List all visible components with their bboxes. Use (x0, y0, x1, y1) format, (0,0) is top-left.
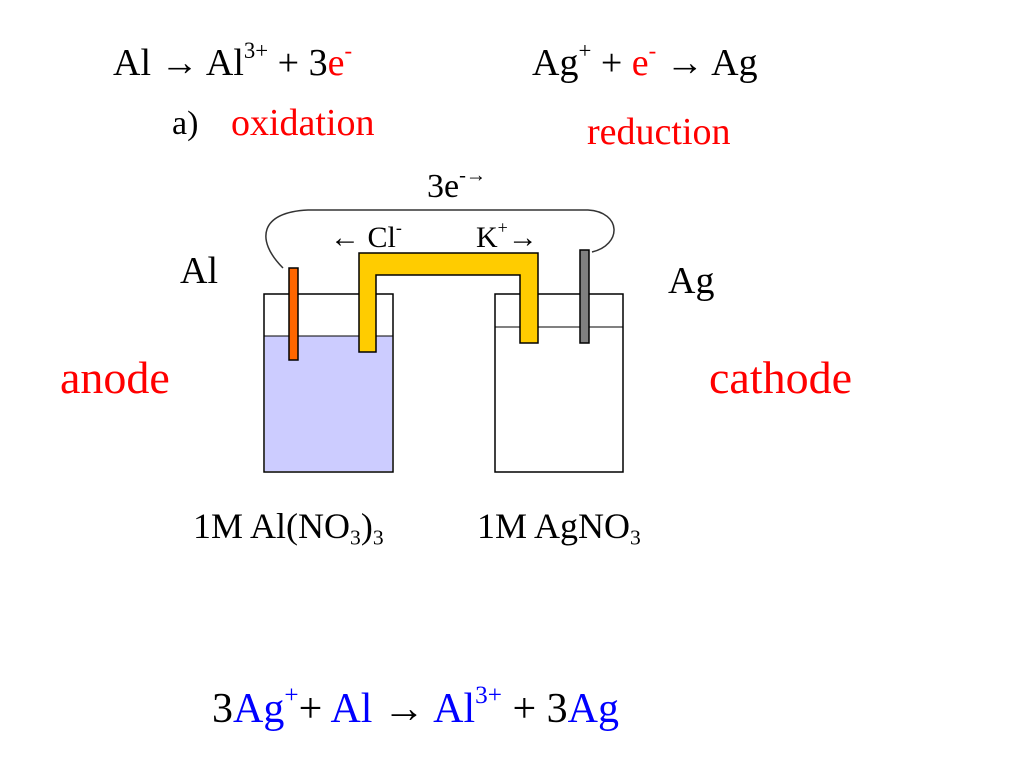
part-label: a) (172, 105, 199, 142)
anode-solution (265, 336, 392, 471)
cathode-label: cathode (709, 352, 853, 403)
chloride-ion: Cl (367, 221, 396, 254)
anode-product: Al (205, 42, 244, 84)
chloride-arrow: ← (330, 221, 360, 254)
potassium-charge: + (497, 217, 508, 238)
potassium-migration-label: K+→ (476, 219, 538, 254)
chloride-migration-label: ← Cl- (330, 219, 402, 254)
electron-flow-arrow: -→ (459, 164, 487, 187)
potassium-ion: K (476, 221, 498, 254)
cathode-electron-charge: - (648, 37, 657, 63)
cathode-beaker (494, 293, 624, 473)
cathode-solution-label: 1M AgNO3 (477, 506, 641, 550)
overall-reaction: 3Ag++ Al → Al3+ + 3Ag (212, 683, 619, 732)
overall-plus-1: + (298, 686, 323, 732)
overall-silver-ion-charge: + (284, 682, 299, 710)
anode-product-charge: 3+ (243, 37, 269, 63)
cathode-product: Ag (711, 42, 758, 84)
cathode-reactant: Ag (532, 42, 579, 84)
anode-electron-charge: - (344, 37, 353, 63)
anode-beaker (263, 293, 394, 473)
anode-electron: e (327, 42, 345, 84)
overall-plus-2: + (512, 686, 537, 732)
silver-electrode (579, 249, 590, 344)
potassium-arrow: → (507, 221, 538, 254)
anode-half-reaction: Al → Al3+ + 3e- (113, 39, 352, 84)
cathode-reactant-charge: + (578, 37, 592, 63)
chloride-charge: - (395, 217, 402, 238)
salt-bridge (358, 252, 539, 353)
anode-reactant: Al (113, 42, 151, 84)
cathode-arrow: → (665, 42, 704, 84)
anode-label: anode (60, 352, 170, 403)
overall-coef-1: 3 (212, 686, 233, 732)
anode-arrow: → (160, 42, 199, 84)
anode-plus: + (277, 42, 300, 84)
oxidation-label: oxidation (231, 102, 375, 144)
overall-aluminum: Al (330, 686, 373, 732)
aluminum-electrode (288, 267, 299, 361)
cathode-plus: + (600, 42, 623, 84)
anode-electron-coef: 3 (308, 42, 328, 84)
external-wire (265, 209, 615, 269)
electron-flow-label: 3e-→ (427, 164, 487, 205)
overall-aluminum-ion: Al (433, 686, 476, 732)
overall-silver-ion: Ag (233, 686, 285, 732)
overall-silver: Ag (567, 686, 619, 732)
reduction-label: reduction (587, 111, 731, 153)
cathode-electron: e (631, 42, 649, 84)
overall-aluminum-ion-charge: 3+ (475, 682, 502, 710)
overall-arrow: → (382, 686, 425, 732)
cathode-half-reaction: Ag+ + e- → Ag (532, 39, 758, 84)
anode-solution-label: 1M Al(NO3)3 (193, 506, 384, 550)
cathode-metal-label: Ag (668, 260, 715, 302)
anode-metal-label: Al (180, 250, 218, 292)
overall-coef-2: 3 (546, 686, 568, 732)
